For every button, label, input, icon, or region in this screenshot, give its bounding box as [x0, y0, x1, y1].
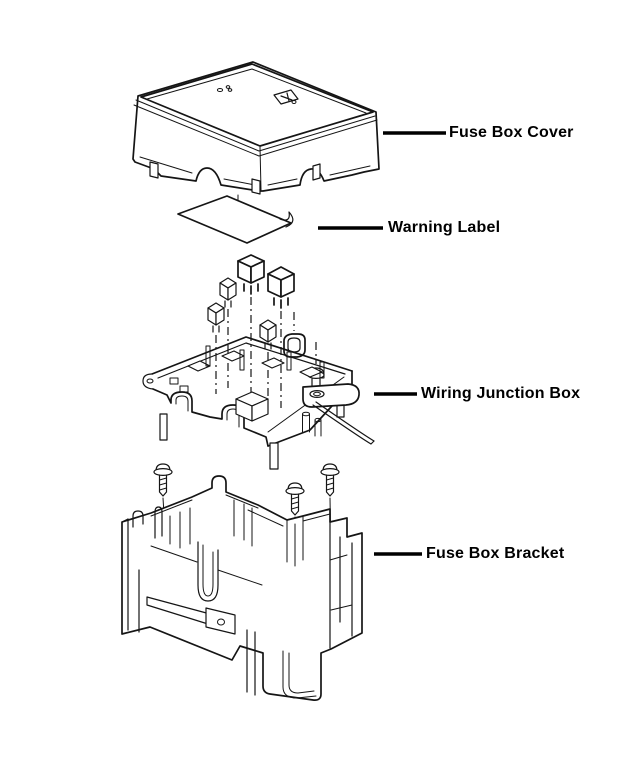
- wiring-junction-box-drawing: [142, 254, 375, 470]
- wire: [312, 401, 375, 445]
- label-fuse-box-bracket: Fuse Box Bracket: [426, 545, 565, 562]
- label-warning-label: Warning Label: [388, 219, 501, 236]
- sheet-curled-corner: [279, 211, 294, 228]
- mounting-arm: [302, 383, 360, 408]
- junction-tray: [142, 336, 375, 470]
- relay-icon: [267, 266, 295, 309]
- relay-icon: [219, 277, 237, 308]
- seated-relay: [235, 391, 269, 422]
- bracket-body: [121, 475, 363, 701]
- cover-emblem-icon: [216, 85, 299, 105]
- relay-icon: [259, 319, 277, 350]
- relay-icon: [237, 254, 265, 295]
- label-wiring-junction-box: Wiring Junction Box: [421, 385, 581, 402]
- fuse-box-cover-drawing: [132, 61, 380, 229]
- fuse-box-bracket-drawing: [121, 463, 363, 701]
- relay-icon: [207, 302, 225, 333]
- warning-label-drawing: [177, 195, 294, 244]
- terminal-studs: [302, 411, 322, 437]
- label-fuse-box-cover: Fuse Box Cover: [449, 124, 574, 141]
